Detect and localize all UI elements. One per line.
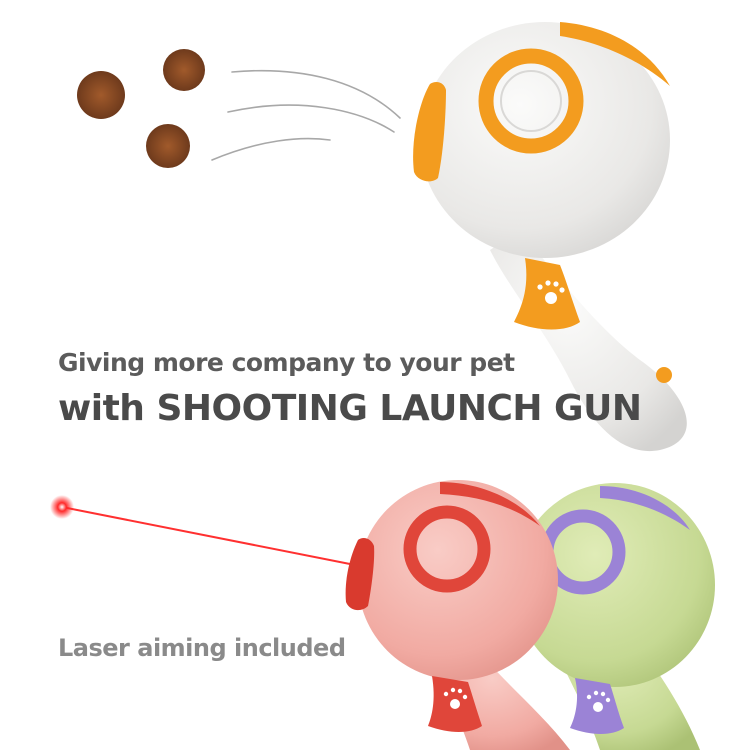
treat-1	[77, 71, 125, 119]
motion-lines	[211, 69, 401, 161]
laser-caption: Laser aiming included	[58, 634, 346, 662]
white-launcher	[413, 22, 687, 452]
pink-launcher	[345, 480, 570, 750]
headline: Giving more company to your pet with SHO…	[58, 346, 642, 432]
green-launcher	[515, 483, 715, 750]
headline-line-2: with SHOOTING LAUNCH GUN	[58, 388, 642, 429]
treat-group	[77, 49, 205, 168]
treat-3	[146, 124, 190, 168]
laser-beam	[50, 495, 356, 566]
treat-2	[163, 49, 205, 91]
headline-line-1: Giving more company to your pet	[58, 348, 515, 377]
